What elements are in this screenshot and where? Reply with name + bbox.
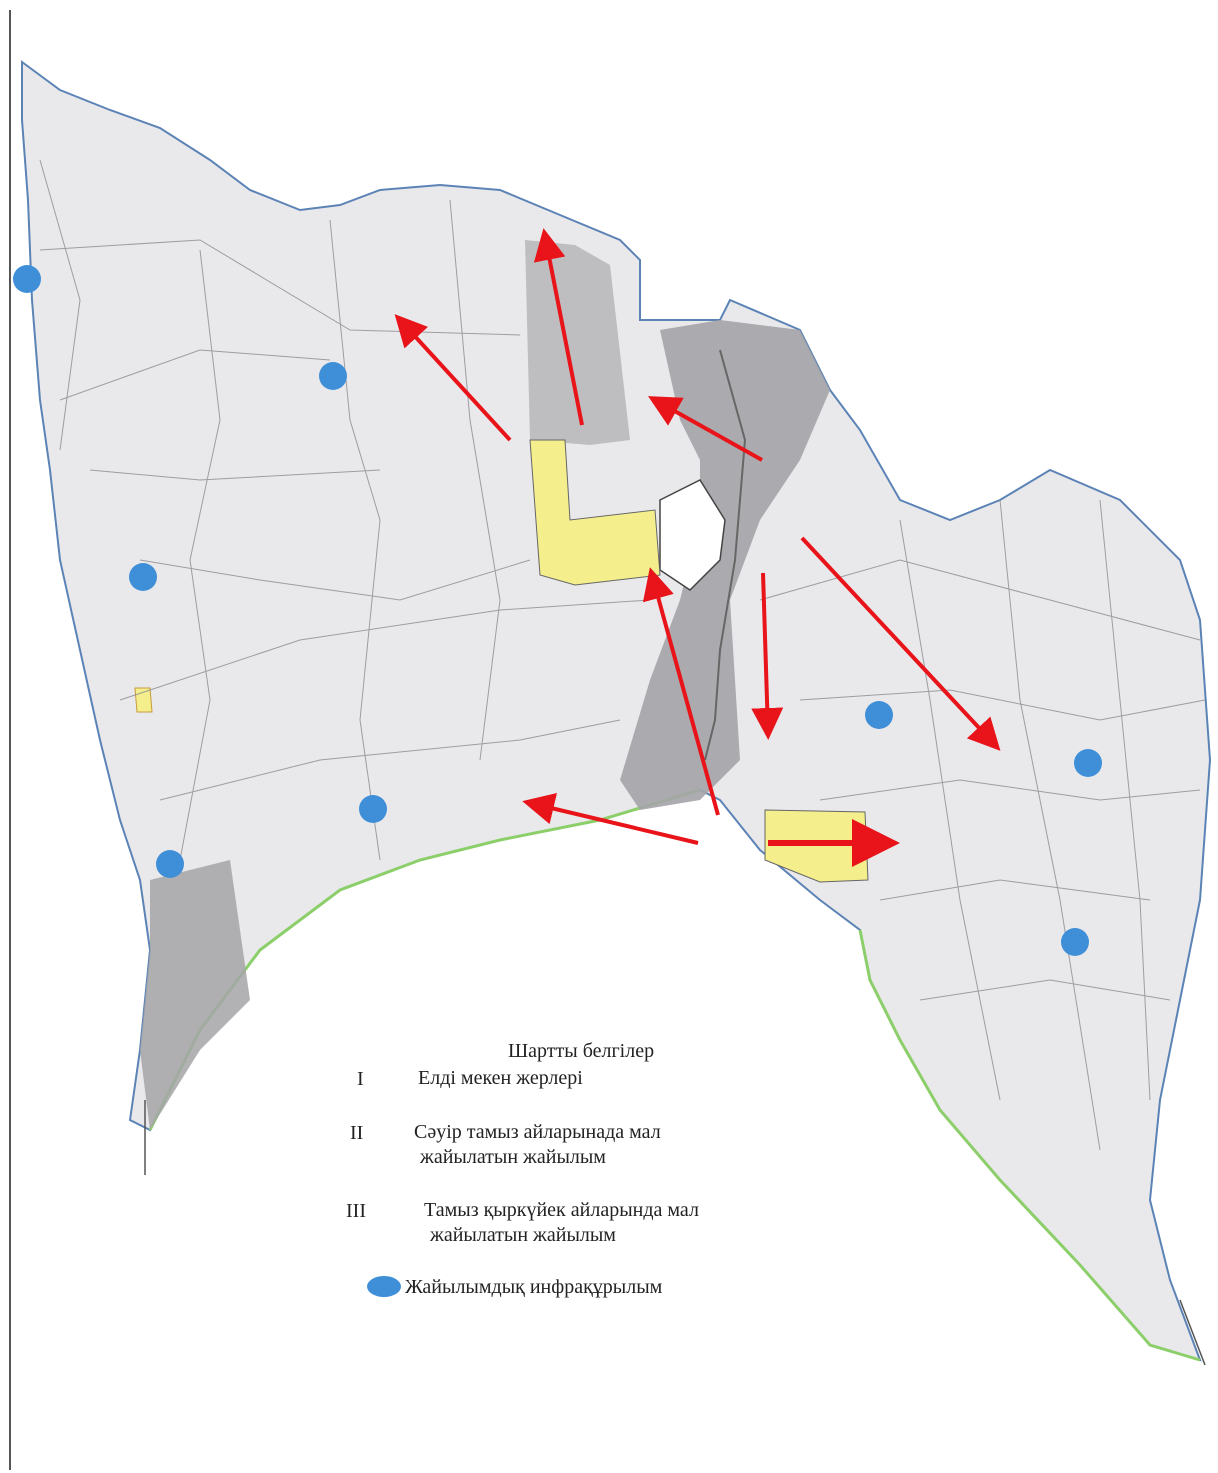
legend-num-2: II xyxy=(350,1122,364,1144)
west-region xyxy=(21,60,1212,1362)
legend-line: жайылатын жайылым xyxy=(430,1224,616,1246)
legend-num-1: I xyxy=(357,1068,364,1090)
legend-title: Шартты белгілер xyxy=(508,1040,655,1062)
arrow-up-center xyxy=(642,567,720,816)
infrastructure-dot xyxy=(865,701,893,729)
south-border-east xyxy=(858,929,1201,1362)
road-line xyxy=(704,349,747,761)
movement-arrows xyxy=(394,228,1001,867)
infrastructure-dot xyxy=(1074,749,1102,777)
southwest-gray-zone xyxy=(140,860,250,1130)
infrastructure-dot xyxy=(319,362,347,390)
parcel-lines xyxy=(39,159,1206,1151)
infrastructure-dots xyxy=(13,265,1102,956)
legend-item-1: Елді мекен жерлері xyxy=(418,1066,583,1091)
east-boundary-line xyxy=(1179,1299,1206,1366)
legend-line: жайылатын жайылым xyxy=(420,1146,606,1168)
infrastructure-dot xyxy=(13,265,41,293)
north-gray-zone xyxy=(525,240,630,445)
arrow-north-central xyxy=(648,396,763,462)
infrastructure-dot xyxy=(129,563,157,591)
arrow-north xyxy=(533,228,584,426)
infrastructure-dot xyxy=(156,850,184,878)
yellow-zone-west xyxy=(134,687,153,713)
arrow-south xyxy=(751,572,784,740)
legend-infrastructure-dot-icon xyxy=(367,1276,401,1297)
arrow-southwest xyxy=(522,792,699,845)
legend-line: Тамыз қыркүйек айларында мал xyxy=(424,1199,699,1221)
legend-infrastructure-label: Жайылымдық инфрақұрылым xyxy=(405,1276,663,1298)
infrastructure-dot xyxy=(1061,928,1089,956)
legend-line: Елді мекен жерлері xyxy=(418,1067,583,1089)
infrastructure-dot xyxy=(359,795,387,823)
arrow-southeast xyxy=(800,536,1001,751)
legend-line: Сәуір тамыз айларынада мал xyxy=(414,1121,661,1143)
legend-item-3: Тамыз қыркүйек айларында мал жайылатын ж… xyxy=(424,1198,699,1248)
legend-item-2: Сәуір тамыз айларынада мал жайылатын жай… xyxy=(414,1120,661,1170)
legend-num-3: III xyxy=(346,1200,366,1222)
yellow-zone-north xyxy=(529,439,661,586)
arrow-northwest xyxy=(394,314,512,442)
central-gray-zone xyxy=(620,320,830,810)
